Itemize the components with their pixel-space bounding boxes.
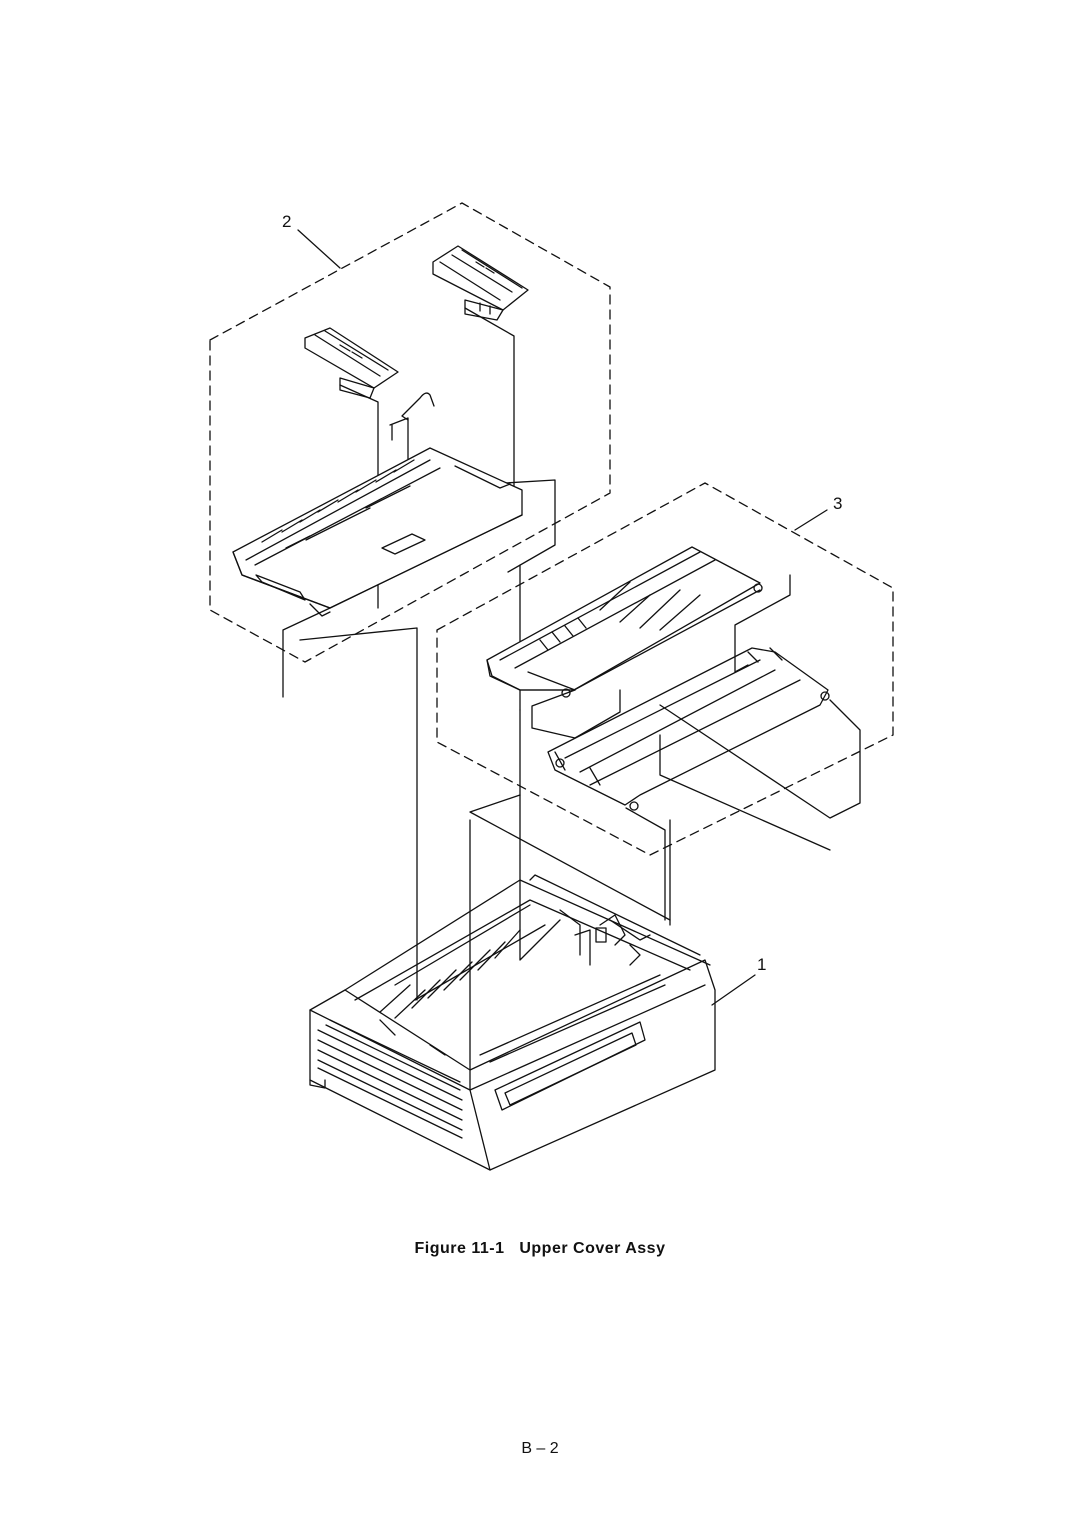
callout-1-leader <box>711 974 756 1006</box>
figure-caption: Figure 11-1 Upper Cover Assy <box>0 1240 1080 1258</box>
page-number: B – 2 <box>521 1440 559 1457</box>
guide-lines-base <box>469 794 671 1086</box>
access-cover <box>486 546 763 698</box>
printer-base <box>309 874 716 1171</box>
assy-3-boundary <box>436 482 894 856</box>
callout-2-leader <box>297 229 341 269</box>
figure-label: Figure 11-1 <box>414 1240 505 1257</box>
cover-frame <box>547 647 830 811</box>
guide-lines-2 <box>339 307 556 609</box>
paper-guide-left <box>304 327 399 399</box>
callout-3-leader <box>794 509 828 531</box>
paper-guide-right <box>432 245 529 321</box>
callout-label-3: 3 <box>833 494 843 513</box>
callout-label-2: 2 <box>282 212 292 231</box>
guide-lines-3 <box>519 574 861 961</box>
assy-2-boundary <box>209 202 611 663</box>
callout-label-1: 1 <box>757 955 767 974</box>
wire-spring <box>401 392 435 421</box>
paper-separator-tray <box>232 447 523 617</box>
figure-title: Upper Cover Assy <box>519 1240 666 1257</box>
guide-lines-2-lower <box>282 564 521 1001</box>
